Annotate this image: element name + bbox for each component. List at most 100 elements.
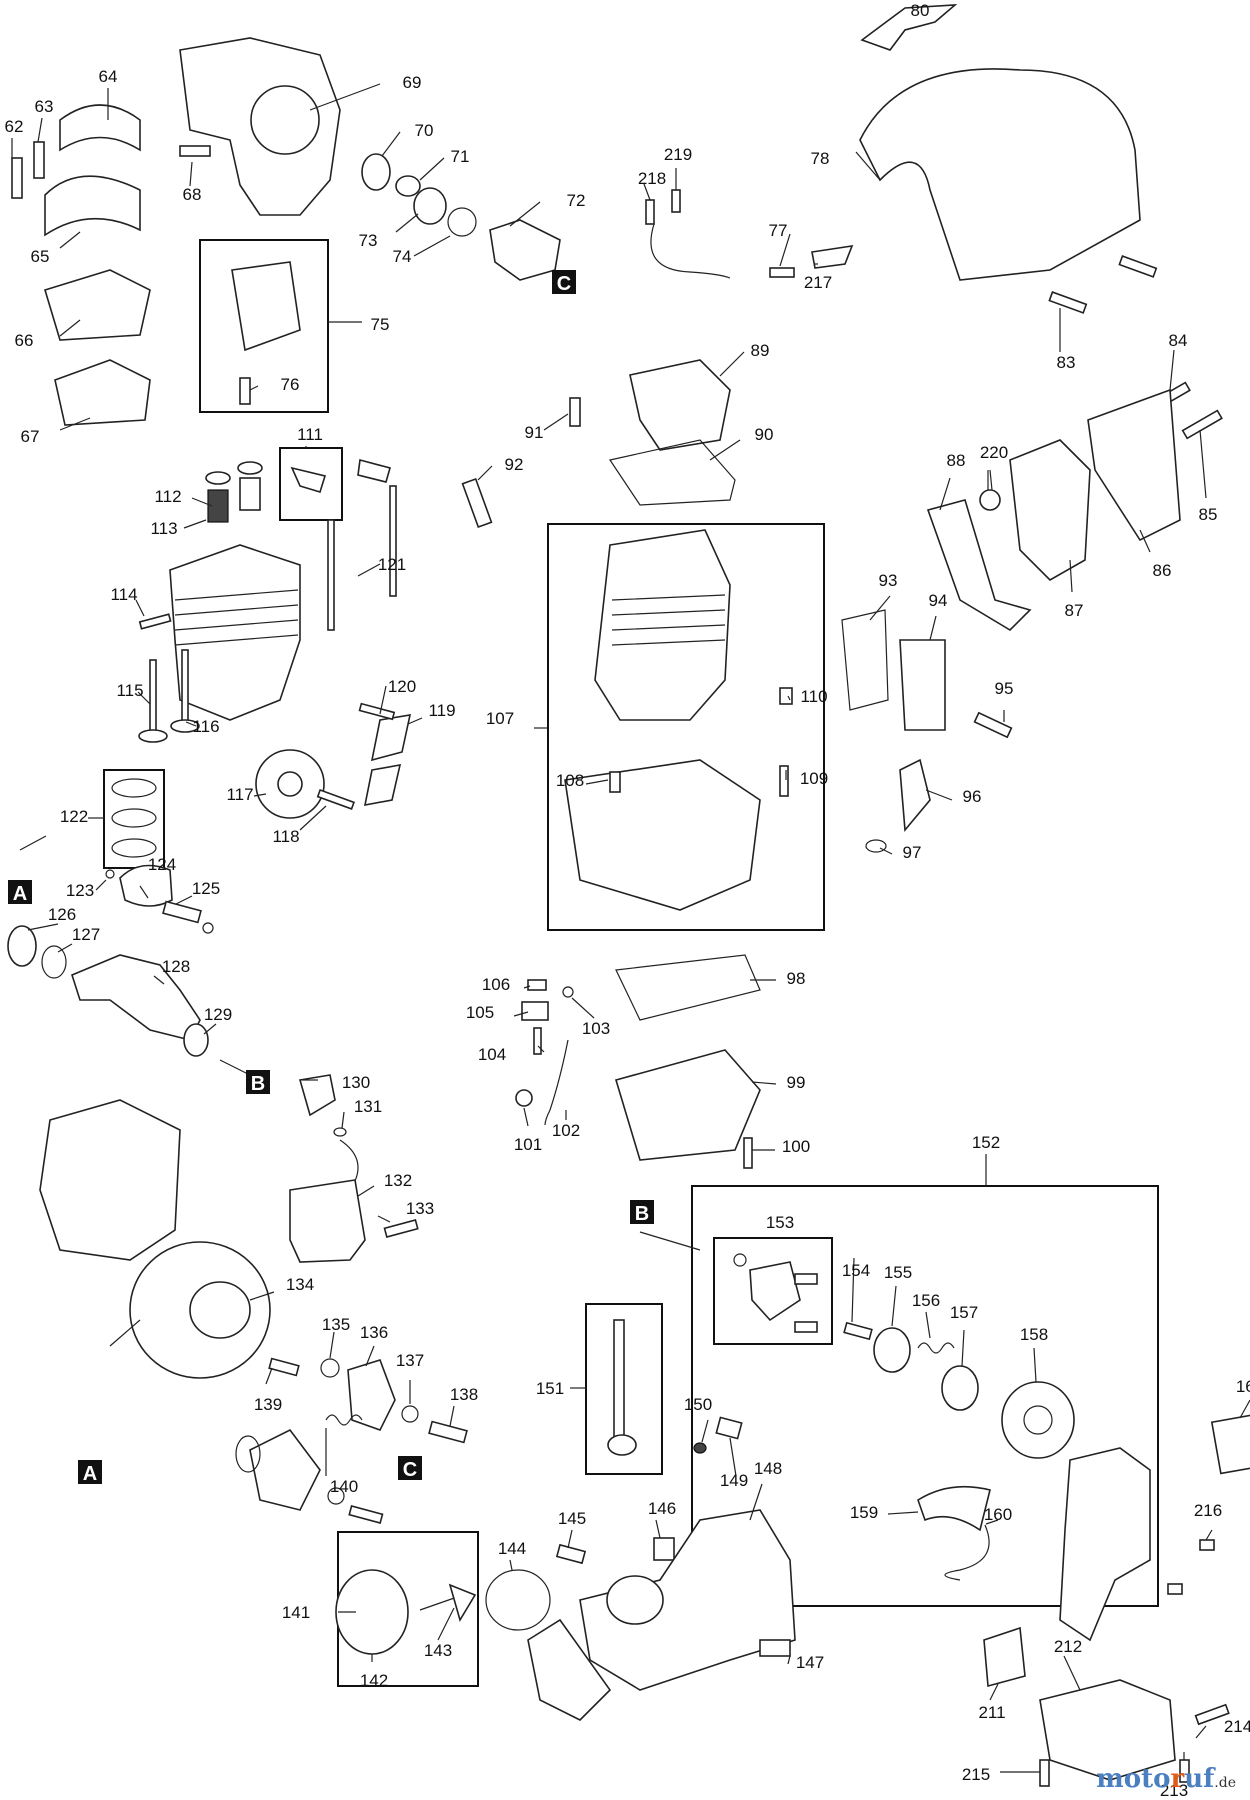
svg-text:B: B xyxy=(635,1203,649,1225)
part-label-157: 157 xyxy=(950,1303,978,1322)
part-label-104: 104 xyxy=(478,1045,506,1064)
part-label-150: 150 xyxy=(684,1395,712,1414)
watermark-logo: motoruf.de xyxy=(1096,1764,1236,1794)
part-label-211: 211 xyxy=(978,1703,1005,1722)
part-label-214: 214 xyxy=(1224,1717,1250,1736)
part-label-96: 96 xyxy=(963,787,982,806)
part-label-137: 137 xyxy=(396,1351,424,1370)
part-label-95: 95 xyxy=(995,679,1014,698)
part-label-62: 62 xyxy=(5,117,24,136)
part-label-158: 158 xyxy=(1020,1325,1048,1344)
part-label-64: 64 xyxy=(99,67,118,86)
part-label-67: 67 xyxy=(21,427,40,446)
part-label-88: 88 xyxy=(947,451,966,470)
part-label-73: 73 xyxy=(359,231,378,250)
part-label-72: 72 xyxy=(567,191,586,210)
part-label-83: 83 xyxy=(1057,353,1076,372)
part-label-80: 80 xyxy=(911,1,930,20)
part-label-217: 217 xyxy=(804,273,832,292)
marker-b-top: B xyxy=(246,1070,270,1095)
part-label-127: 127 xyxy=(72,925,100,944)
part-label-213: 213 xyxy=(1160,1781,1188,1800)
part-label-91: 91 xyxy=(525,423,544,442)
group-box-75 xyxy=(199,239,329,413)
part-label-70: 70 xyxy=(415,121,434,140)
part-label-102: 102 xyxy=(552,1121,580,1140)
part-label-146: 146 xyxy=(648,1499,676,1518)
svg-text:A: A xyxy=(13,883,27,905)
part-label-220: 220 xyxy=(980,443,1008,462)
part-label-90: 90 xyxy=(755,425,774,444)
marker-c-top: C xyxy=(552,270,576,295)
marker-a-bottom: A xyxy=(78,1460,102,1485)
part-label-212: 212 xyxy=(1054,1637,1082,1656)
group-box-151 xyxy=(585,1303,663,1475)
part-label-156: 156 xyxy=(912,1291,940,1310)
part-label-110: 110 xyxy=(800,687,827,706)
part-label-111: 111 xyxy=(297,425,323,444)
part-label-119: 119 xyxy=(428,701,455,720)
part-number-labels: 6263646566676869707172737475767778808384… xyxy=(5,1,1250,1800)
part-label-115: 115 xyxy=(116,681,143,700)
part-label-106: 106 xyxy=(482,975,510,994)
part-label-116: 116 xyxy=(192,717,219,736)
part-label-160: 160 xyxy=(984,1505,1012,1524)
part-label-114: 114 xyxy=(110,585,137,604)
part-label-215: 215 xyxy=(962,1765,990,1784)
part-label-152: 152 xyxy=(972,1133,1000,1152)
part-label-134: 134 xyxy=(286,1275,314,1294)
part-label-93: 93 xyxy=(879,571,898,590)
part-label-84: 84 xyxy=(1169,331,1188,350)
group-box-153 xyxy=(713,1237,833,1345)
part-label-154: 154 xyxy=(842,1261,870,1280)
svg-text:C: C xyxy=(557,273,571,295)
part-label-117: 117 xyxy=(226,785,253,804)
group-box-152 xyxy=(691,1185,1159,1607)
part-label-120: 120 xyxy=(388,677,416,696)
marker-c-bottom: C xyxy=(398,1456,422,1481)
part-label-87: 87 xyxy=(1065,601,1084,620)
part-label-123: 123 xyxy=(66,881,94,900)
part-label-109: 109 xyxy=(800,769,828,788)
part-label-148: 148 xyxy=(754,1459,782,1478)
part-label-122: 122 xyxy=(60,807,88,826)
part-label-151: 151 xyxy=(536,1379,564,1398)
part-label-159: 159 xyxy=(850,1503,878,1522)
part-label-128: 128 xyxy=(162,957,190,976)
group-box-111 xyxy=(279,447,343,521)
part-label-139: 139 xyxy=(254,1395,282,1414)
part-label-132: 132 xyxy=(384,1171,412,1190)
part-label-78: 78 xyxy=(811,149,830,168)
part-label-216: 216 xyxy=(1194,1501,1222,1520)
part-label-85: 85 xyxy=(1199,505,1218,524)
part-label-155: 155 xyxy=(884,1263,912,1282)
part-label-144: 144 xyxy=(498,1539,526,1558)
part-label-97: 97 xyxy=(903,843,922,862)
part-label-98: 98 xyxy=(787,969,806,988)
part-label-68: 68 xyxy=(183,185,202,204)
part-label-149: 149 xyxy=(720,1471,748,1490)
part-label-101: 101 xyxy=(514,1135,542,1154)
part-label-94: 94 xyxy=(929,591,948,610)
part-label-118: 118 xyxy=(272,827,299,846)
svg-text:B: B xyxy=(251,1073,265,1095)
part-label-141: 141 xyxy=(282,1603,310,1622)
part-label-129: 129 xyxy=(204,1005,232,1024)
part-label-121: 121 xyxy=(378,555,406,574)
svg-text:A: A xyxy=(83,1463,97,1485)
part-label-130: 130 xyxy=(342,1073,370,1092)
part-label-125: 125 xyxy=(192,879,220,898)
part-label-124: 124 xyxy=(148,855,176,874)
part-label-138: 138 xyxy=(450,1385,478,1404)
part-label-103: 103 xyxy=(582,1019,610,1038)
part-label-105: 105 xyxy=(466,1003,494,1022)
group-box-107 xyxy=(547,523,825,931)
part-label-135: 135 xyxy=(322,1315,350,1334)
part-shapes xyxy=(7,4,1250,1787)
part-label-71: 71 xyxy=(451,147,470,166)
part-label-63: 63 xyxy=(35,97,54,116)
marker-a-top: A xyxy=(8,880,32,905)
part-label-126: 126 xyxy=(48,905,76,924)
part-label-133: 133 xyxy=(406,1199,434,1218)
